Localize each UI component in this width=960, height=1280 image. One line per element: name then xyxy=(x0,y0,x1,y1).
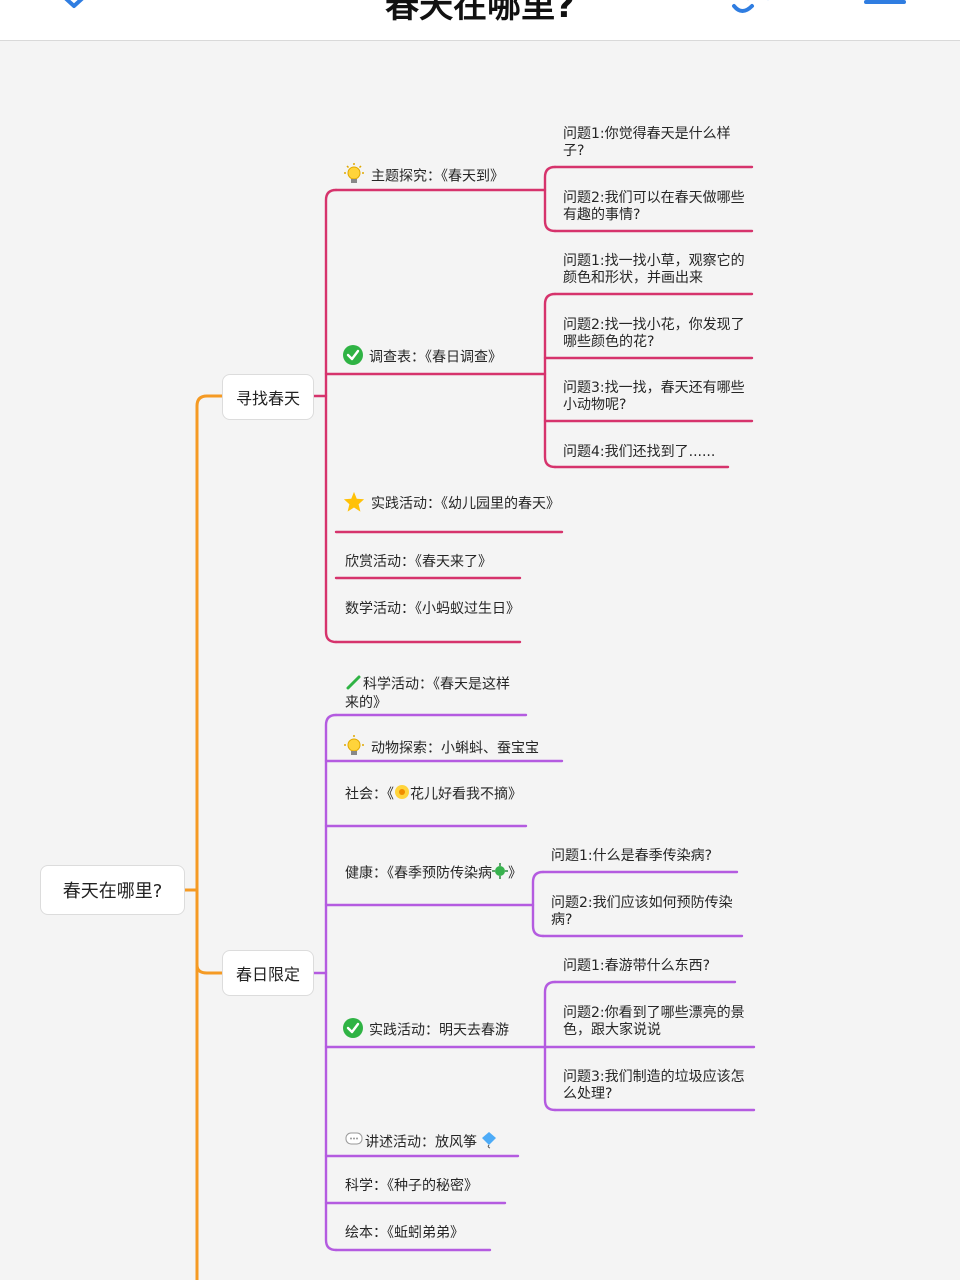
topic-math[interactable]: 数学活动：《小蚂蚁过生日》 xyxy=(345,601,520,617)
topic-health[interactable]: 健康：《春季预防传染病》 xyxy=(345,863,523,884)
question-node[interactable]: 问题1:春游带什么东西? xyxy=(563,958,711,974)
top-bar: 春天在哪里? xyxy=(0,0,960,41)
link-icon[interactable] xyxy=(728,0,774,20)
test-tube-icon xyxy=(345,674,361,695)
check-circle-icon xyxy=(343,345,363,370)
kite-icon xyxy=(481,1131,497,1154)
question-node[interactable]: 问题1:找一找小草，观察它的颜色和形状，并画出来 xyxy=(563,253,745,286)
lightbulb-icon xyxy=(343,735,365,762)
topic-theme-explore[interactable]: 主题探究：《春天到》 xyxy=(343,163,553,190)
topic-spring-trip[interactable]: 实践活动：明天去春游 xyxy=(343,1018,543,1043)
box-icon[interactable] xyxy=(46,0,102,20)
menu-icon[interactable] xyxy=(862,0,908,14)
topic-practice-kindergarten[interactable]: 实践活动：《幼儿园里的春天》 xyxy=(343,491,560,518)
mindmap-root-node[interactable]: 春天在哪里? xyxy=(40,865,185,915)
question-node[interactable]: 问题3:找一找，春天还有哪些小动物呢? xyxy=(563,380,745,413)
question-node[interactable]: 问题1:你觉得春天是什么样子? xyxy=(563,126,731,159)
question-node[interactable]: 问题2:你看到了哪些漂亮的景色，跟大家说说 xyxy=(563,1005,745,1038)
branch-node-find-spring[interactable]: 寻找春天 xyxy=(222,374,314,420)
question-node[interactable]: 问题2:找一找小花，你发现了哪些颜色的花? xyxy=(563,317,745,350)
topic-society[interactable]: 社会：《花儿好看我不摘》 xyxy=(345,784,523,805)
topic-storytelling[interactable]: 讲述活动：放风筝 xyxy=(345,1131,523,1154)
topic-seed-science[interactable]: 科学：《种子的秘密》 xyxy=(345,1178,478,1194)
topic-picture-book[interactable]: 绘本：《蚯蚓弟弟》 xyxy=(345,1225,464,1241)
question-node[interactable]: 问题4:我们还找到了...... xyxy=(563,444,716,460)
lightbulb-icon xyxy=(343,163,365,190)
question-node[interactable]: 问题1:什么是春季传染病? xyxy=(551,848,713,864)
topic-appreciation[interactable]: 欣赏活动：《春天来了》 xyxy=(345,554,492,570)
question-node[interactable]: 问题2:我们应该如何预防传染病? xyxy=(551,895,733,928)
topic-survey[interactable]: 调查表：《春日调查》 xyxy=(343,345,543,370)
question-node[interactable]: 问题2:我们可以在春天做哪些有趣的事情? xyxy=(563,190,745,223)
topic-science-spring[interactable]: 科学活动：《春天是这样来的》 xyxy=(345,674,523,712)
page-title: 春天在哪里? xyxy=(385,0,575,26)
flower-icon xyxy=(394,784,410,805)
question-node[interactable]: 问题3:我们制造的垃圾应该怎么处理? xyxy=(563,1069,745,1102)
branch-node-spring-limited[interactable]: 春日限定 xyxy=(222,950,314,996)
topic-animal-explore[interactable]: 动物探索：小蝌蚪、蚕宝宝 xyxy=(343,735,563,762)
germ-icon xyxy=(492,863,508,884)
speech-bubble-icon xyxy=(345,1132,363,1153)
star-icon xyxy=(343,491,365,518)
check-circle-icon xyxy=(343,1018,363,1043)
